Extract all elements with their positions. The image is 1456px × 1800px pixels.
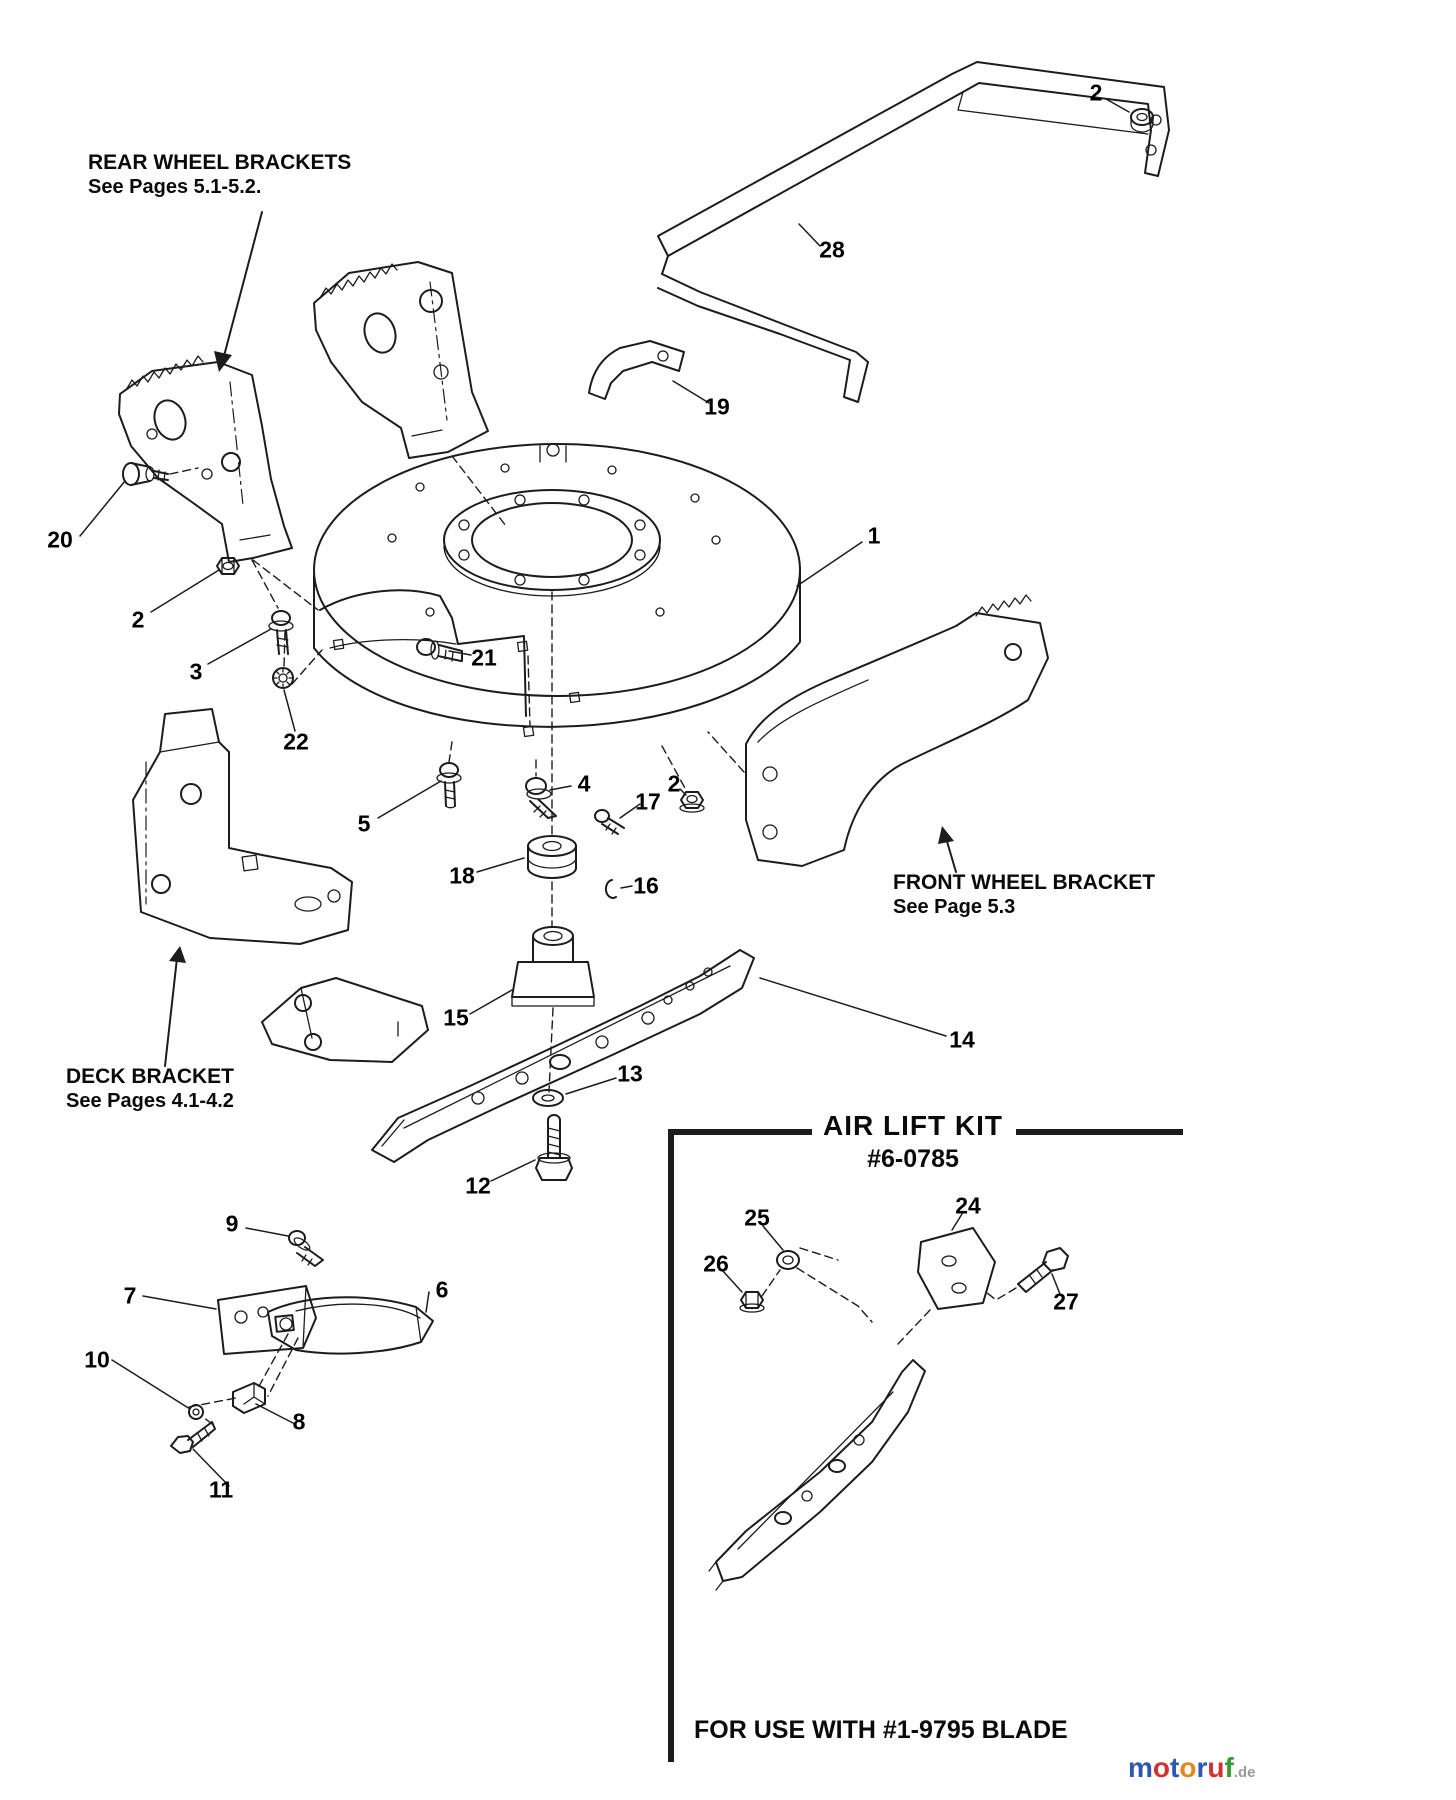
- part-callout-15: 15: [443, 1004, 469, 1031]
- deck-bracket-title: DECK BRACKET: [66, 1065, 234, 1088]
- front-wheel-bracket-title: FRONT WHEEL BRACKET: [893, 871, 1156, 894]
- rear-wheel-bracket-left: [118, 355, 293, 563]
- air-lift-kit-inset: [668, 1129, 1183, 1762]
- part-callout-18: 18: [449, 862, 475, 889]
- part-callout-2: 2: [131, 606, 145, 633]
- part-9-screw: [288, 1230, 324, 1267]
- part-callout-24: 24: [955, 1192, 981, 1219]
- part-callout-2: 2: [1089, 79, 1103, 106]
- front-wheel-bracket-subtitle: See Page 5.3: [893, 896, 1016, 919]
- part-callout-2: 2: [667, 770, 681, 797]
- part-3-screw: [268, 610, 294, 655]
- deck-bracket-subtitle: See Pages 4.1-4.2: [66, 1090, 234, 1113]
- rear-wheel-brackets-title: REAR WHEEL BRACKETS: [88, 151, 352, 174]
- part-11-screw: [170, 1421, 216, 1454]
- part-6-strap: [267, 1296, 434, 1355]
- part-15-blade-adapter: [511, 926, 595, 1007]
- rear-wheel-brackets-label: REAR WHEEL BRACKETS See Pages 5.1-5.2.: [88, 150, 351, 199]
- rear-wheel-brackets-subtitle: See Pages 5.1-5.2.: [88, 176, 262, 199]
- part-14-blade: [371, 949, 755, 1163]
- front-wheel-bracket-label: FRONT WHEEL BRACKET See Page 5.3: [893, 870, 1155, 919]
- part-19-bracket: [588, 340, 685, 400]
- watermark-suffix: .de: [1233, 1764, 1256, 1781]
- part-18-spacer: [527, 835, 577, 879]
- part-callout-14: 14: [949, 1026, 975, 1053]
- part-12-bolt: [535, 1114, 573, 1181]
- part-22-locknut: [272, 667, 294, 689]
- part-callout-9: 9: [225, 1210, 239, 1237]
- part-2-nut-middle: [679, 791, 705, 813]
- part-callout-16: 16: [633, 872, 659, 899]
- part-callout-21: 21: [471, 644, 497, 671]
- part-17-screw: [594, 809, 625, 835]
- part-2-nut-top: [1130, 108, 1154, 133]
- part-2-nut-left: [216, 557, 240, 575]
- air-lift-kit-part-number: #6-0785: [867, 1145, 959, 1173]
- air-lift-kit-title: AIR LIFT KIT: [823, 1110, 1003, 1141]
- rear-wheel-bracket-right: [313, 261, 489, 459]
- air-lift-kit-label: AIR LIFT KIT #6-0785: [812, 1110, 1014, 1174]
- part-callout-4: 4: [577, 770, 591, 797]
- part-7-bracket: [217, 1285, 317, 1355]
- part-callout-25: 25: [744, 1204, 770, 1231]
- part-5-screw: [436, 762, 462, 809]
- deck-bracket-small: [261, 977, 429, 1063]
- part-callout-8: 8: [292, 1408, 306, 1435]
- part-callout-19: 19: [704, 393, 730, 420]
- part-callout-17: 17: [635, 788, 661, 815]
- front-wheel-bracket: [745, 594, 1049, 867]
- part-1-deck-housing: [313, 443, 801, 738]
- part-8-clip: [232, 1382, 266, 1414]
- part-callout-28: 28: [819, 236, 845, 263]
- part-callout-5: 5: [357, 810, 371, 837]
- part-callout-10: 10: [84, 1346, 110, 1373]
- leader-lines: [79, 98, 1130, 1487]
- part-28-support-bar: [657, 61, 1170, 403]
- part-16-washer: [604, 879, 617, 899]
- deck-bracket-large: [132, 708, 353, 945]
- air-lift-kit-usage-note: FOR USE WITH #1-9795 BLADE: [694, 1716, 1068, 1744]
- part-callout-1: 1: [867, 522, 881, 549]
- part-callout-22: 22: [283, 728, 309, 755]
- part-4-screw: [525, 777, 557, 819]
- part-callout-12: 12: [465, 1172, 491, 1199]
- part-callout-7: 7: [123, 1282, 137, 1309]
- part-callout-6: 6: [435, 1276, 449, 1303]
- motoruf-watermark[interactable]: motoruf.de: [1128, 1752, 1255, 1784]
- deck-bracket-label: DECK BRACKET See Pages 4.1-4.2: [66, 1064, 234, 1113]
- watermark-text: motoruf: [1128, 1752, 1234, 1783]
- part-callout-11: 11: [208, 1476, 234, 1503]
- part-21-screw: [416, 638, 463, 662]
- part-callout-13: 13: [617, 1060, 643, 1087]
- part-callout-20: 20: [47, 526, 73, 553]
- part-13-washer: [532, 1089, 564, 1107]
- part-20-bolt: [122, 462, 169, 486]
- label-arrows: [164, 211, 957, 1067]
- part-callout-27: 27: [1053, 1288, 1079, 1315]
- part-callout-26: 26: [703, 1250, 729, 1277]
- construction-lines: [169, 455, 745, 1425]
- part-callout-3: 3: [189, 658, 203, 685]
